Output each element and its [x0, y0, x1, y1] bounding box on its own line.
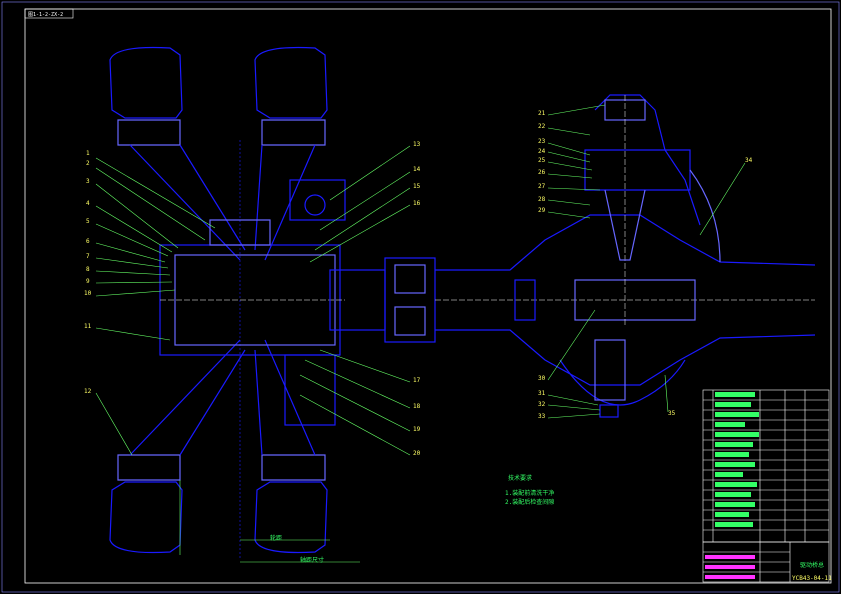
- callout-7: 7: [86, 253, 90, 260]
- corner-tag-box: [24, 8, 74, 19]
- callout-33: 33: [538, 413, 546, 420]
- callout-28: 28: [538, 196, 546, 203]
- notes-line-1: 1.装配前清洗干净: [505, 490, 555, 497]
- callout-22: 22: [538, 123, 546, 130]
- drawing-number: YCB43-04-11: [792, 575, 832, 582]
- callout-8: 8: [86, 266, 90, 273]
- callout-29: 29: [538, 207, 546, 214]
- callout-3: 3: [86, 178, 90, 185]
- callout-16: 16: [413, 200, 421, 207]
- callout-20: 20: [413, 450, 421, 457]
- notes-title: 技术要求: [508, 475, 533, 482]
- callout-9: 9: [86, 278, 90, 285]
- callout-31: 31: [538, 390, 546, 397]
- callout-13: 13: [413, 141, 421, 148]
- title-block: [702, 389, 830, 583]
- wheel-assembly: [109, 46, 436, 560]
- callout-30: 30: [538, 375, 546, 382]
- callout-1: 1: [86, 150, 90, 157]
- dimension-label-a: 轮距: [270, 535, 283, 542]
- callout-10: 10: [84, 290, 92, 297]
- callout-25: 25: [538, 157, 546, 164]
- title-block-fill: [715, 392, 759, 527]
- callout-15: 15: [413, 183, 421, 190]
- title-block-magenta: [705, 555, 755, 579]
- callout-2: 2: [86, 160, 90, 167]
- leader-lines: [95, 104, 746, 456]
- callout-4: 4: [86, 200, 90, 207]
- callout-27: 27: [538, 183, 546, 190]
- drawing-name: 驱动桥总: [800, 562, 825, 569]
- dimension-lines: [179, 480, 360, 563]
- callout-6: 6: [86, 238, 90, 245]
- callout-24: 24: [538, 148, 546, 155]
- callout-11: 11: [84, 323, 92, 330]
- axle-housing: [435, 94, 816, 418]
- callout-19: 19: [413, 426, 421, 433]
- inner-frame: [24, 8, 832, 584]
- notes-line-2: 2.装配后检查间隙: [505, 499, 555, 506]
- callout-35: 35: [668, 410, 676, 417]
- callout-34: 34: [745, 157, 753, 164]
- dimension-label-b: 轴距尺寸: [300, 557, 325, 564]
- callout-26: 26: [538, 169, 546, 176]
- callout-5: 5: [86, 218, 90, 225]
- callout-12: 12: [84, 388, 92, 395]
- callout-14: 14: [413, 166, 421, 173]
- callout-21: 21: [538, 110, 546, 117]
- callout-32: 32: [538, 401, 546, 408]
- callout-23: 23: [538, 138, 546, 145]
- callout-18: 18: [413, 403, 421, 410]
- corner-tag: 图1-1-2-ZX-2: [28, 12, 64, 18]
- callout-17: 17: [413, 377, 421, 384]
